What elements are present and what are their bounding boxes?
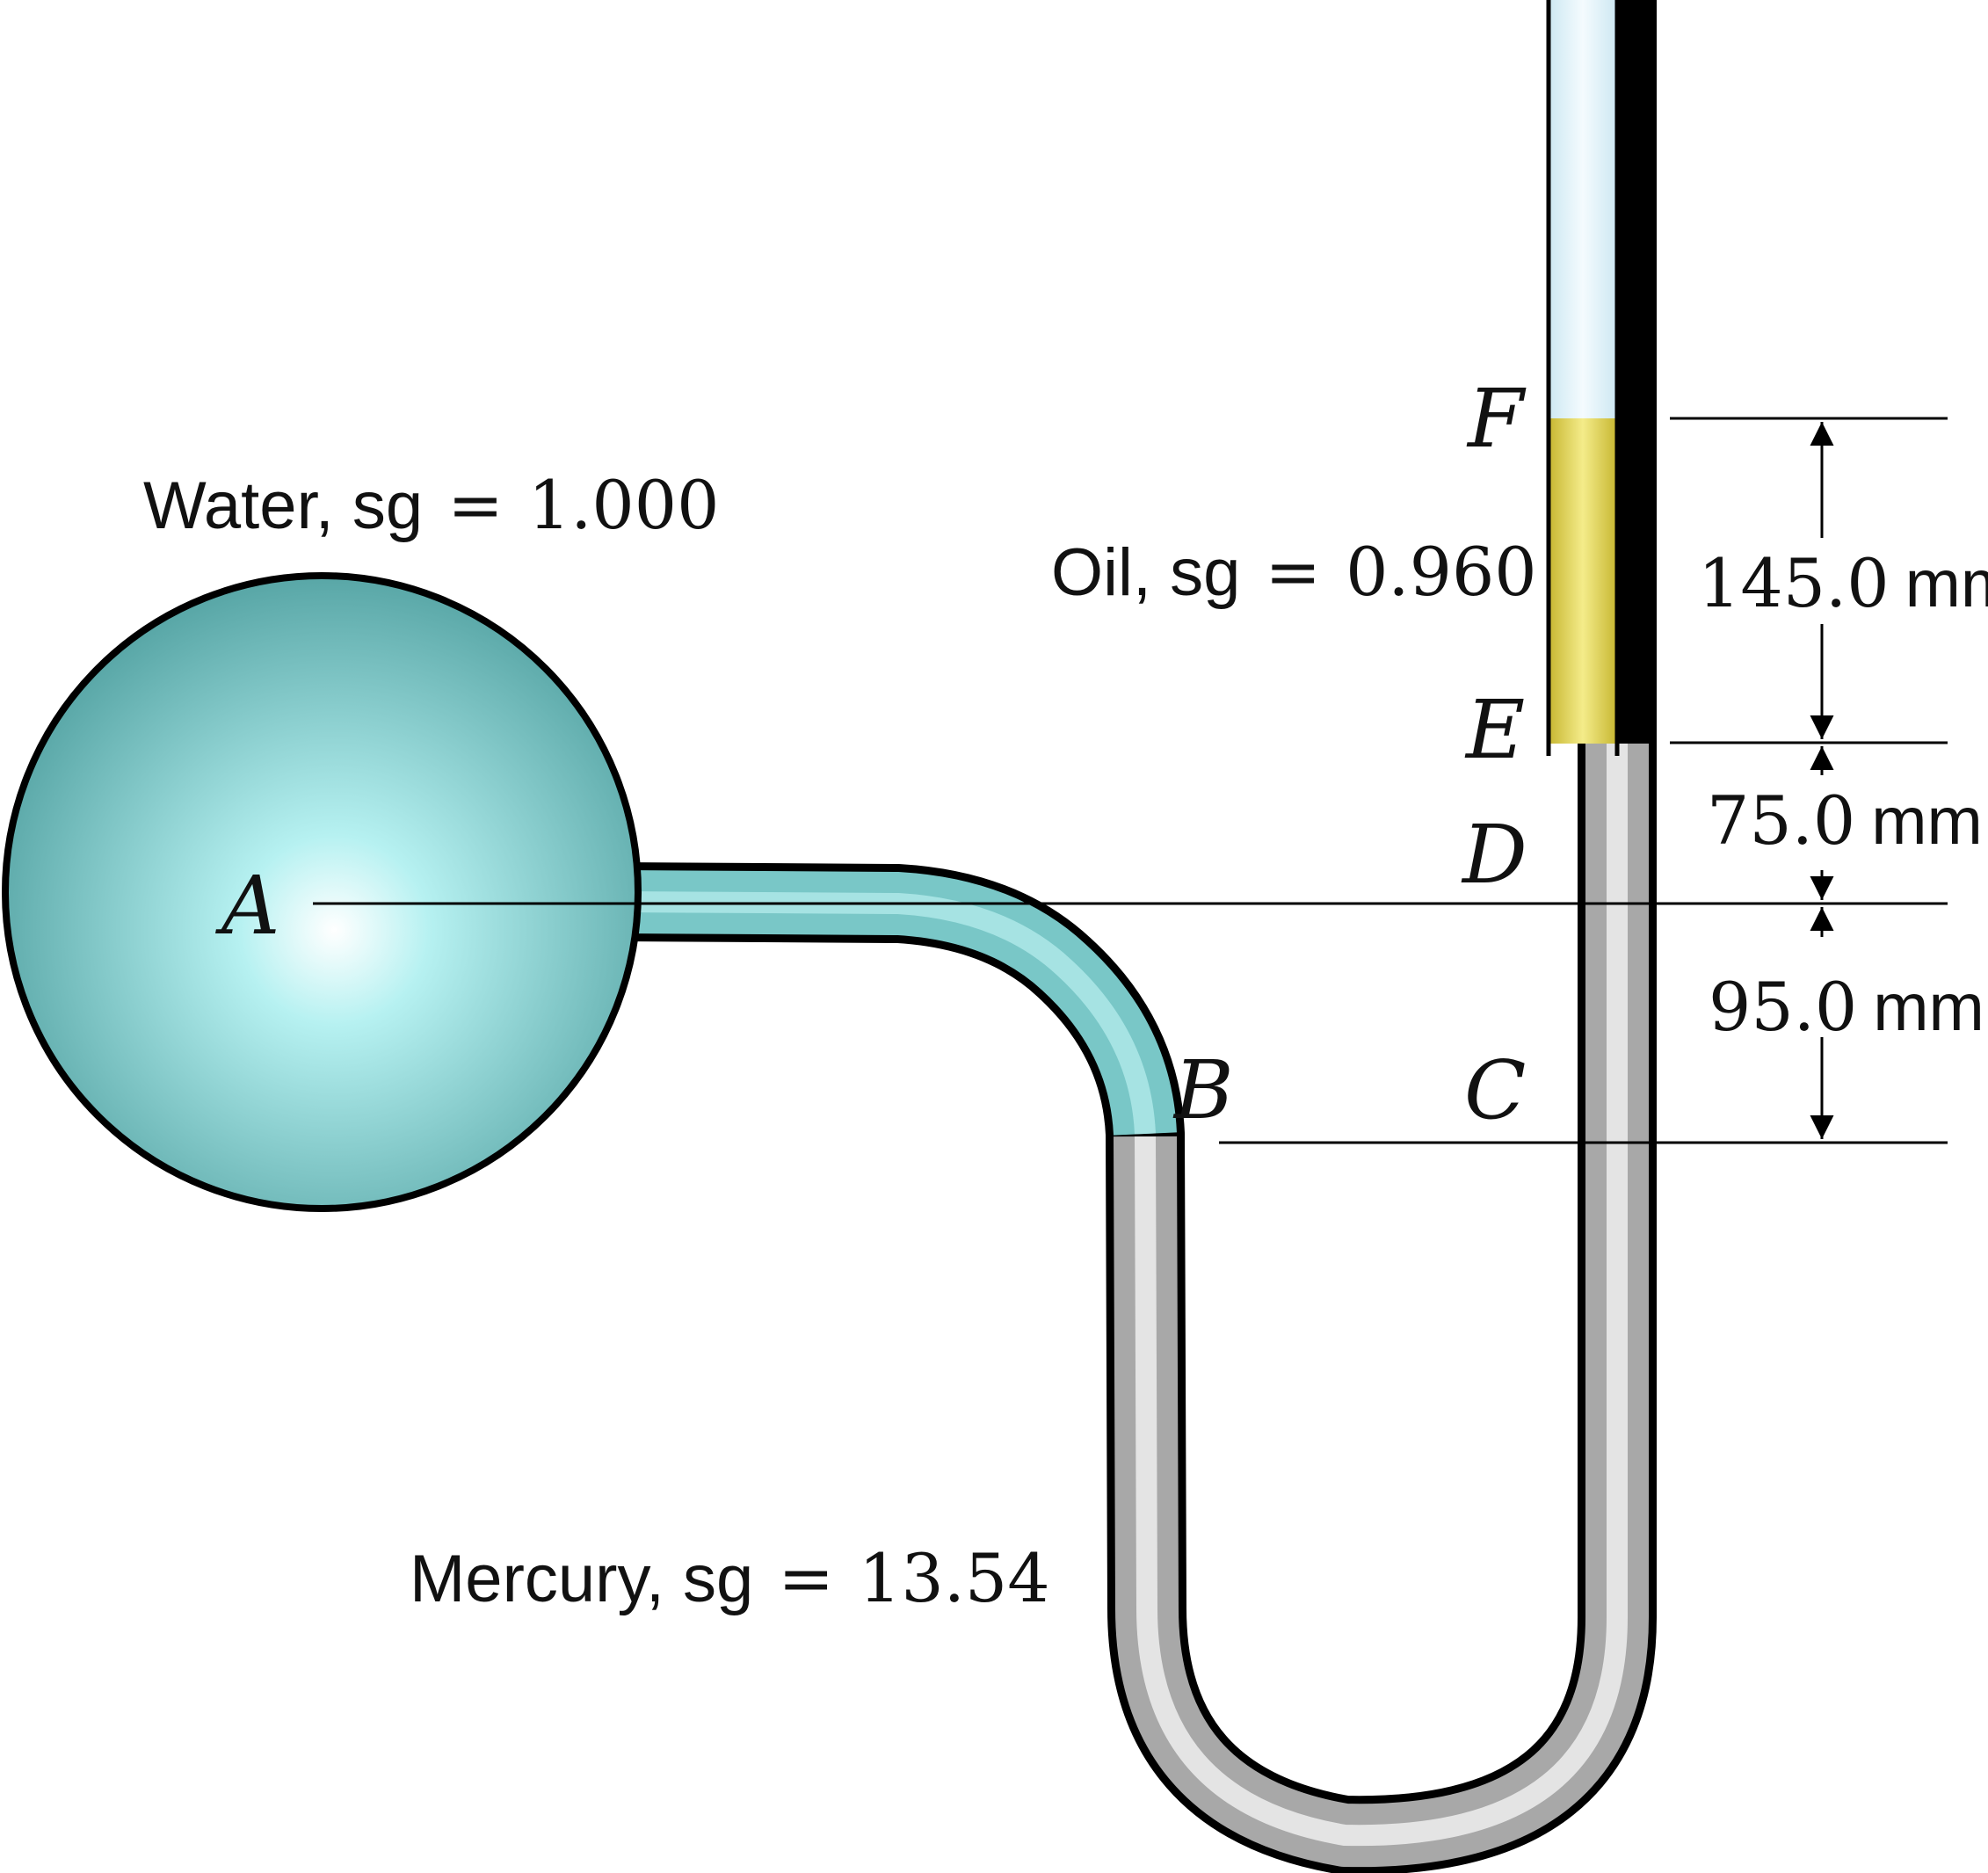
water-label: Water, sg = 1.000 — [143, 466, 719, 544]
tube — [619, 0, 1657, 1873]
air-column — [1550, 0, 1615, 418]
mercury-label: Mercury, sg = 13.54 — [410, 1539, 1050, 1617]
water-label-name: Water, sg — [143, 468, 423, 543]
mercury-label-sg: 13.54 — [859, 1539, 1050, 1617]
dimension-value-75: 75.0 — [1707, 781, 1855, 860]
point-label-e: E — [1464, 683, 1525, 777]
mercury-label-name: Mercury, sg — [410, 1542, 753, 1616]
reference-lines — [313, 417, 1948, 1144]
oil-label-sg: 0.960 — [1346, 533, 1537, 611]
mercury-highlight — [1135, 744, 1628, 1847]
water-sphere — [2, 572, 642, 1212]
oil-label: Oil, sg = 0.960 — [1051, 533, 1537, 611]
mercury-column — [1114, 744, 1649, 1868]
dimension-label-75: 75.0 mm — [1707, 781, 1983, 860]
dimension-label-95: 95.0 mm — [1709, 968, 1984, 1046]
dimension-label-145: 145.0 mm — [1698, 544, 1988, 622]
point-label-c: C — [1464, 1043, 1526, 1137]
dimension-unit-95: mm — [1873, 970, 1984, 1045]
dimension-value-95: 95.0 — [1709, 968, 1857, 1046]
oil-column — [1550, 418, 1615, 744]
dimension-unit-75: mm — [1871, 784, 1983, 859]
point-label-f: F — [1466, 372, 1527, 466]
point-label-a: A — [214, 859, 279, 953]
water-label-eq: = — [447, 466, 504, 544]
water-label-sg: 1.000 — [528, 466, 720, 544]
dimension-value-145: 145.0 — [1698, 544, 1890, 622]
point-label-b: B — [1172, 1043, 1234, 1137]
point-label-d: D — [1461, 808, 1527, 902]
oil-label-name: Oil, sg — [1051, 535, 1240, 610]
mercury-label-eq: = — [778, 1539, 834, 1617]
oil-label-eq: = — [1265, 533, 1321, 611]
dimension-unit-145: mm — [1905, 547, 1988, 621]
water-pipe-highlight — [619, 891, 1156, 1135]
